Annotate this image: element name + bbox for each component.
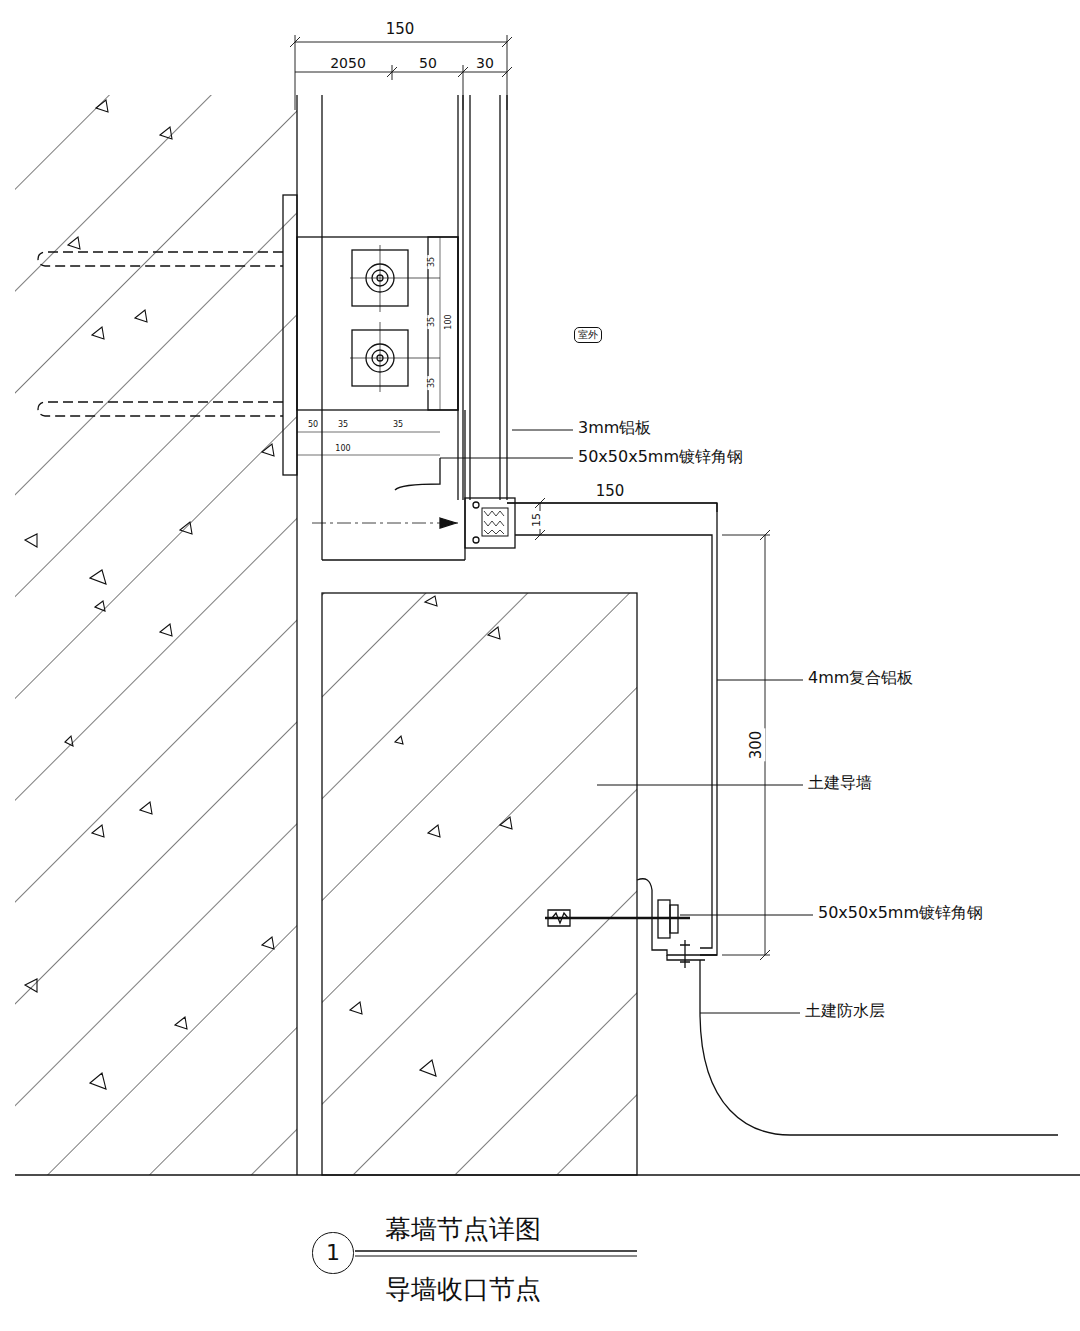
dimension-text: 100 [333,444,352,453]
dimension-text: 150 [384,21,417,38]
dimension-text: 35 [427,315,436,329]
callout-label: 4mm复合铝板 [808,669,913,687]
dimension-text: 50 [417,55,439,71]
dimension-text: 300 [748,729,765,762]
drawing-caption: 导墙收口节点 [385,1275,541,1305]
dimension-text: 100 [444,312,453,331]
detail-number-circle: 1 [312,1232,353,1273]
concrete-hatch [15,95,297,1175]
callout-label: 土建导墙 [808,774,872,792]
callout-label: 50x50x5mm镀锌角钢 [818,904,983,922]
drawing-title: 幕墙节点详图 [385,1215,541,1245]
dimension-text: 30 [474,55,496,71]
dimension-text: 15 [531,511,544,529]
dimension-text: 35 [427,376,436,390]
node-text: 室外 [578,329,598,341]
dimension-text: 35 [427,255,436,269]
callout-label: 土建防水层 [805,1002,885,1020]
dimension-text: 35 [336,420,350,429]
callout-label: 3mm铝板 [578,419,651,437]
node-text: 1 [326,1240,340,1265]
area-tag: 室外 [574,327,602,343]
dimension-text: 2050 [328,55,368,71]
callout-label: 50x50x5mm镀锌角钢 [578,448,743,466]
dimension-text: 50 [306,420,320,429]
dimension-text: 35 [391,420,405,429]
dimension-text: 150 [594,483,627,500]
